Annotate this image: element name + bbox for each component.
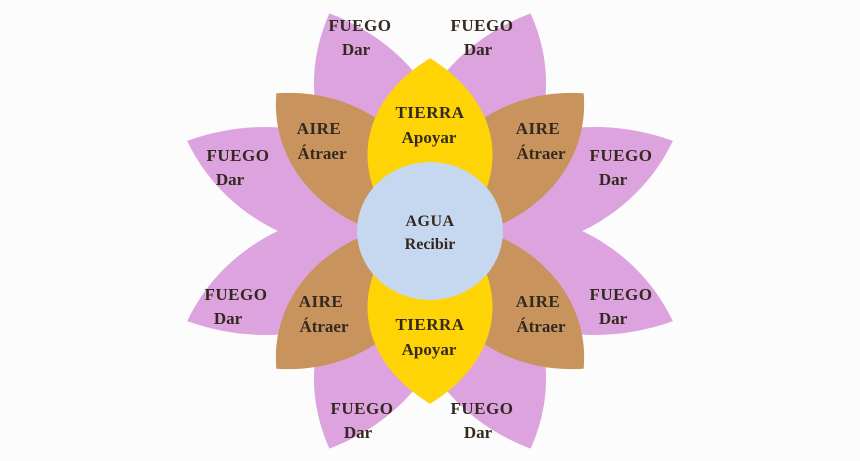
agua-label: AGUA (405, 213, 454, 230)
fuego-action-right-lower: Dar (599, 309, 628, 328)
agua-action: Recibir (405, 236, 456, 253)
fuego-action-bottom-left: Dar (344, 423, 373, 442)
fuego-action-left-lower: Dar (214, 309, 243, 328)
fuego-action-bottom-right: Dar (464, 423, 493, 442)
agua-center-circle (357, 162, 503, 300)
fuego-label-top-left: FUEGO (329, 16, 392, 35)
fuego-label-right-lower: FUEGO (590, 285, 653, 304)
fuego-label-left-lower: FUEGO (205, 285, 268, 304)
aire-action-upper-right: Átraer (516, 144, 566, 163)
fuego-label-left-upper: FUEGO (207, 146, 270, 165)
fuego-label-bottom-right: FUEGO (451, 399, 514, 418)
aire-label-upper-right: AIRE (516, 119, 561, 138)
tierra-action-bottom: Apoyar (402, 340, 457, 359)
petal-rings (187, 13, 673, 449)
fuego-action-right-upper: Dar (599, 170, 628, 189)
aire-label-lower-left: AIRE (299, 292, 344, 311)
aire-action-lower-left: Átraer (299, 317, 349, 336)
tierra-action-top: Apoyar (402, 128, 457, 147)
fuego-label-top-right: FUEGO (451, 16, 514, 35)
fuego-label-bottom-left: FUEGO (331, 399, 394, 418)
tierra-label-bottom: TIERRA (395, 315, 464, 334)
tierra-labels: TIERRA Apoyar TIERRA Apoyar (395, 103, 464, 359)
aire-label-lower-right: AIRE (516, 292, 561, 311)
aire-action-lower-right: Átraer (516, 317, 566, 336)
fuego-action-left-upper: Dar (216, 170, 245, 189)
aire-action-upper-left: Átraer (297, 144, 347, 163)
fuego-action-top-right: Dar (464, 40, 493, 59)
aire-labels: AIRE Átraer AIRE Átraer AIRE Átraer AIRE… (297, 119, 566, 336)
fuego-action-top-left: Dar (342, 40, 371, 59)
fuego-label-right-upper: FUEGO (590, 146, 653, 165)
agua-labels: AGUA Recibir (405, 213, 456, 253)
fuego-labels: FUEGO Dar FUEGO Dar FUEGO Dar FUEGO Dar … (205, 16, 653, 442)
aire-label-upper-left: AIRE (297, 119, 342, 138)
tierra-label-top: TIERRA (395, 103, 464, 122)
